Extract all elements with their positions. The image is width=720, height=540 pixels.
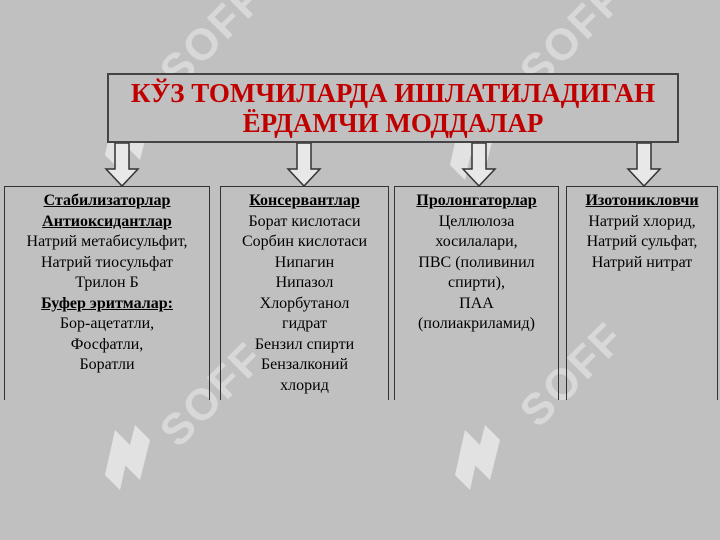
list-item: Натрий нитрат	[591, 253, 693, 271]
arrow-down-icon	[626, 143, 662, 187]
list-item: Целлюлоза	[438, 212, 515, 230]
list-item: Натрий сульфат,	[586, 233, 698, 250]
list-item: гидрат	[282, 315, 327, 332]
diagram-title-box: КЎЗ ТОМЧИЛАРДА ИШЛАТИЛАДИГАН ЁРДАМЧИ МОД…	[107, 73, 679, 143]
list-item: Фосфатли,	[70, 335, 144, 353]
list-item: Борат кислотаси	[248, 212, 361, 230]
column-heading: Пролонгаторлар	[416, 192, 537, 209]
title-line-2: ЁРДАМЧИ МОДДАЛАР	[242, 108, 544, 138]
list-item: Бор-ацетатли,	[59, 315, 155, 332]
list-item: ПВС (поливинил	[418, 253, 535, 271]
arrow-down-icon	[461, 143, 497, 187]
arrow-down-icon	[286, 143, 322, 187]
list-item: хлорид	[280, 376, 329, 394]
list-item: Бензил спирти	[254, 335, 355, 353]
column-heading: Изотониклoвчи	[585, 192, 699, 209]
column-isotonics: Изотониклoвчи Натрий хлорид, Натрий суль…	[566, 186, 718, 400]
list-item: Хлорбутанол	[259, 294, 350, 312]
column-subheading: Антиоксидантлар	[42, 212, 172, 230]
list-item: (полиакриламид)	[418, 315, 535, 332]
column-stabilizers: Стабилизаторлар Антиоксидантлар Натрий м…	[4, 186, 210, 400]
list-item: Нипагин	[274, 253, 335, 271]
list-item: хосилалари,	[435, 233, 518, 250]
list-item: Натрий тиосульфат	[40, 253, 174, 271]
list-item: Трилон Б	[75, 274, 139, 291]
column-subheading: Буфер эритмалар:	[41, 294, 173, 312]
column-preservatives: Консервантлар Борат кислотаси Сорбин кис…	[220, 186, 389, 400]
list-item: ПАА	[459, 294, 494, 312]
list-item: Натрий хлорид,	[588, 212, 696, 230]
arrow-down-icon	[104, 143, 140, 187]
column-heading: Консервантлар	[249, 192, 360, 209]
list-item: Натрий метабисульфит,	[26, 233, 188, 250]
watermark-logo-icon	[105, 425, 150, 490]
list-item: Сорбин кислотаси	[241, 233, 368, 250]
title-line-1: КЎЗ ТОМЧИЛАРДА ИШЛАТИЛАДИГАН	[130, 78, 656, 108]
list-item: Боратли	[79, 356, 135, 373]
list-item: Нипазол	[275, 274, 334, 291]
column-heading: Стабилизаторлар	[43, 192, 171, 209]
list-item: спирти),	[448, 274, 505, 291]
column-prolongators: Пролонгаторлар Целлюлоза хосилалари, ПВС…	[394, 186, 559, 400]
watermark-logo-icon	[455, 425, 500, 490]
list-item: Бензалконий	[260, 356, 349, 373]
